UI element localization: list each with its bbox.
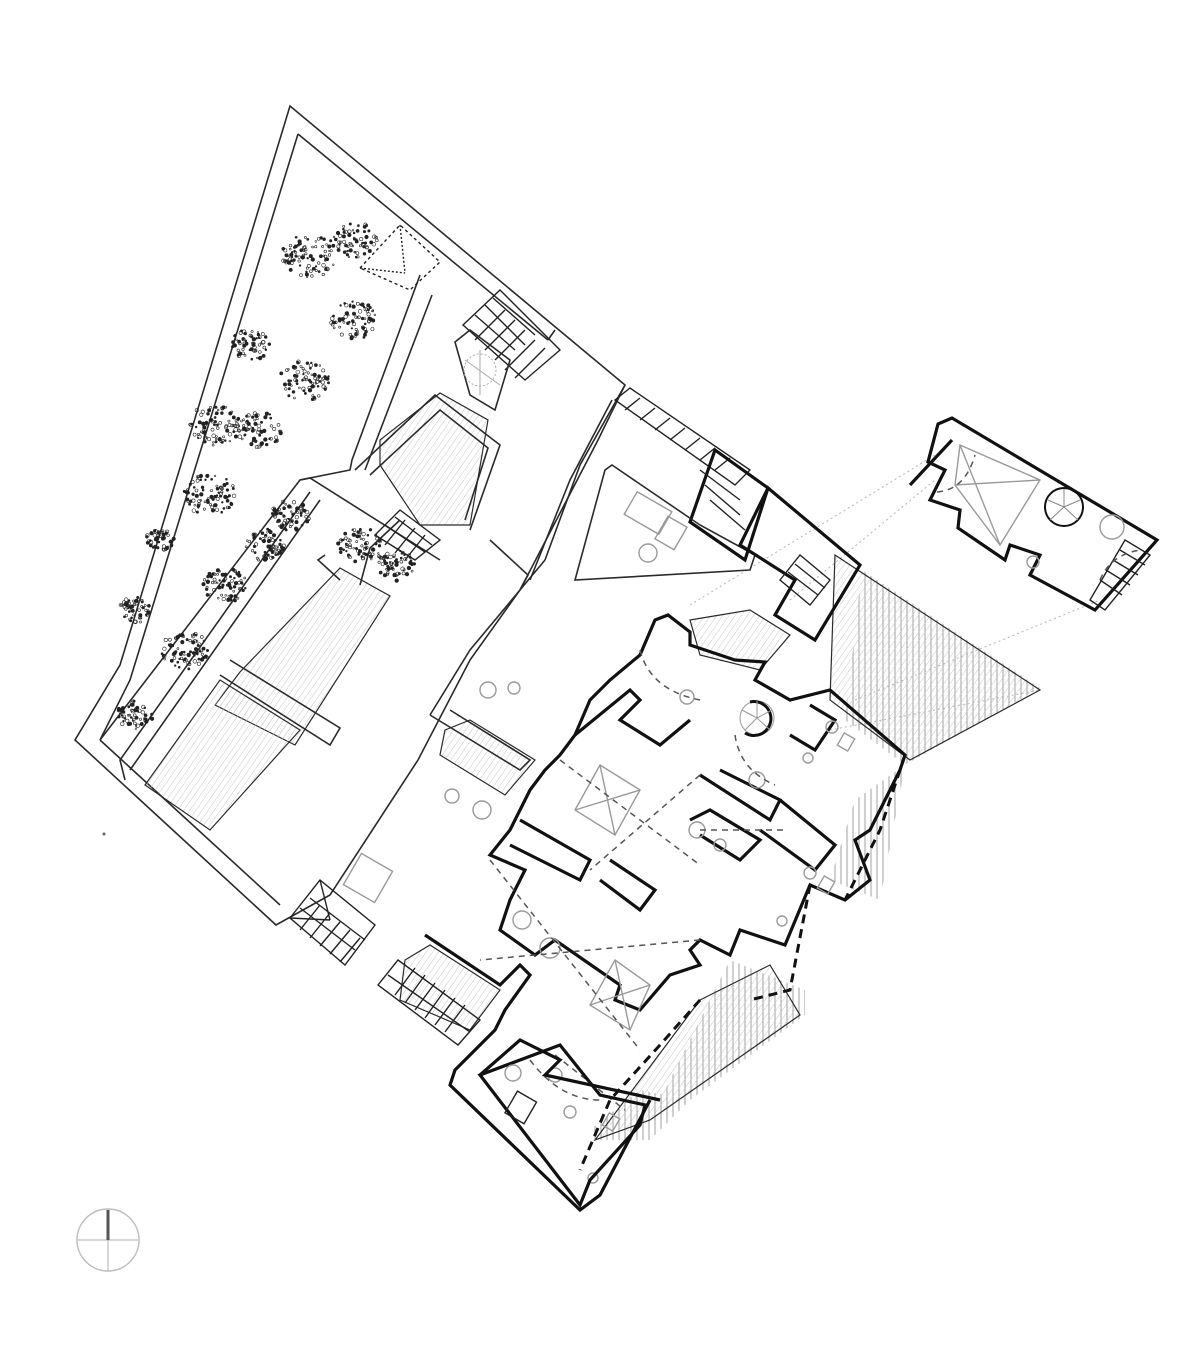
hatched-area (829, 553, 1042, 761)
hatched-area (379, 392, 489, 526)
upper-stair (461, 289, 562, 381)
hatched-area (439, 719, 536, 796)
spiral-stair-main (739, 700, 775, 738)
marker-dot (102, 832, 106, 836)
furniture (342, 681, 856, 1184)
mid-stair (613, 387, 770, 563)
hatched-areas (144, 392, 1042, 1142)
lower-building-stair (377, 933, 661, 1213)
site-boundary (73, 104, 626, 926)
hatched-area (593, 964, 801, 1142)
entry-canopy (358, 224, 442, 291)
garden-shrubs (116, 222, 416, 730)
service-stair (737, 485, 863, 643)
lower-stair (289, 879, 376, 967)
annex-building (908, 416, 1160, 613)
hatched-area (399, 944, 501, 1031)
tree-planter (454, 328, 511, 412)
courtyard-steps (373, 509, 442, 561)
garden-walls (99, 274, 441, 906)
interior-partitions (509, 687, 838, 913)
north-arrow (76, 1208, 140, 1272)
hatched-area (144, 679, 301, 831)
lower-bath (477, 1043, 647, 1209)
main-building-walls (487, 613, 907, 1171)
lounge-room (573, 464, 756, 581)
courtyard-walls (219, 384, 626, 772)
